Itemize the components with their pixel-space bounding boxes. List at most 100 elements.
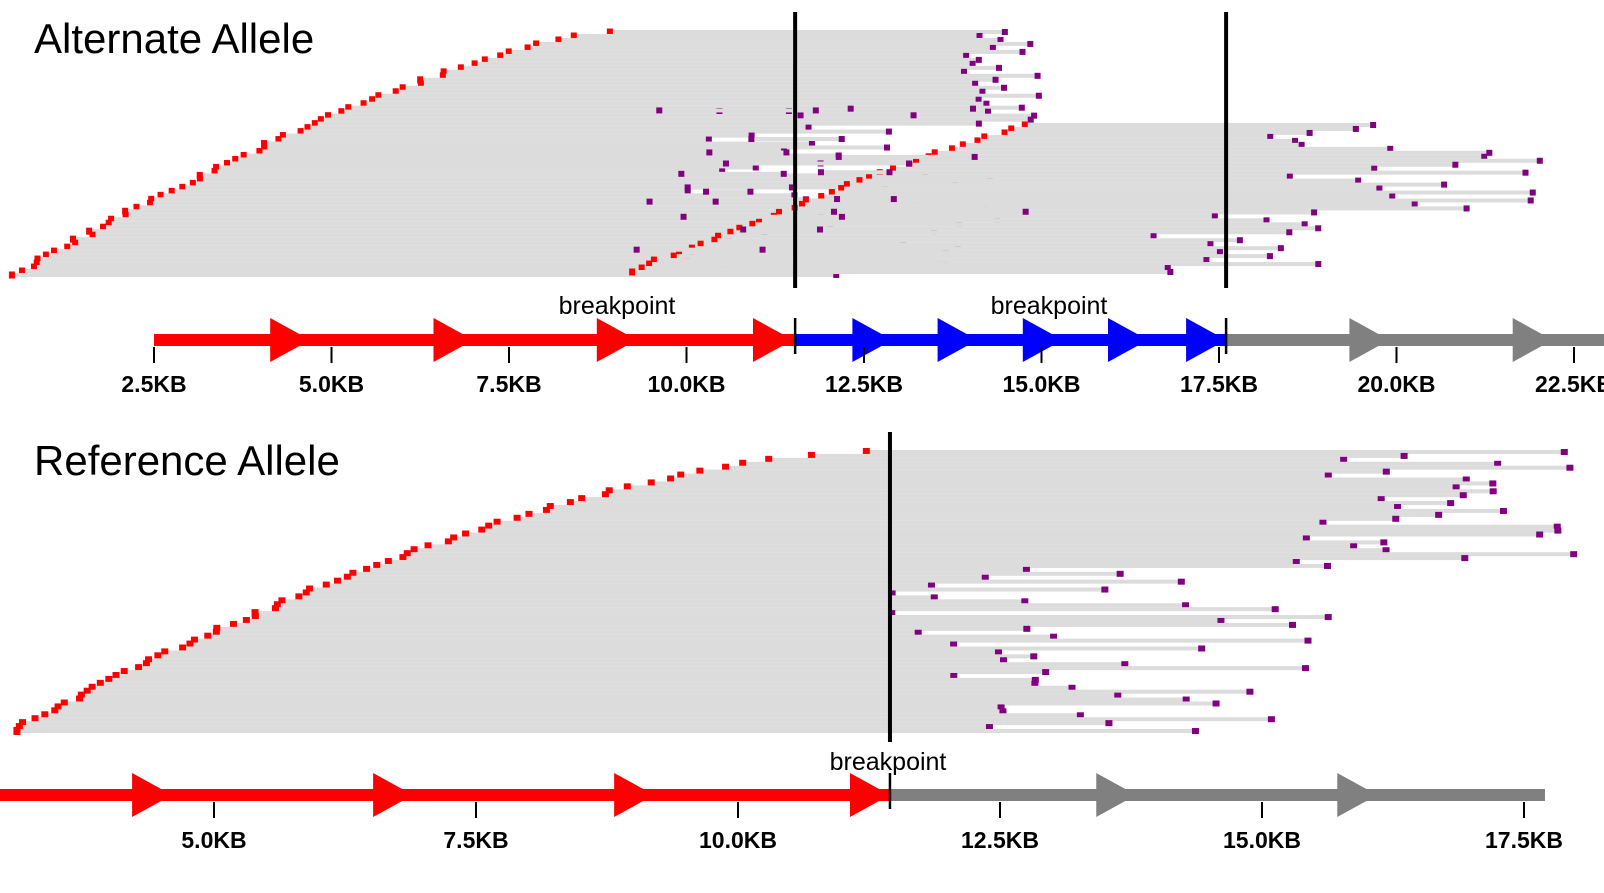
read-line bbox=[528, 512, 1439, 517]
read-end-mark bbox=[1022, 208, 1029, 215]
read-start-mark bbox=[42, 251, 49, 259]
read-end-mark bbox=[1527, 197, 1534, 204]
read-line bbox=[725, 465, 1570, 470]
read-end-mark bbox=[1031, 112, 1038, 119]
read-end-mark bbox=[1266, 253, 1273, 260]
read-start-mark bbox=[186, 640, 194, 649]
read-line bbox=[328, 113, 1035, 118]
read-end-mark bbox=[1452, 161, 1459, 168]
read-line bbox=[773, 214, 1215, 219]
read-end-mark bbox=[834, 196, 841, 203]
read-line bbox=[742, 461, 1498, 466]
read-end-mark bbox=[1286, 173, 1293, 180]
read-end-mark bbox=[1211, 213, 1218, 220]
read-end-mark bbox=[835, 153, 842, 160]
read-end-mark bbox=[684, 188, 691, 195]
read-line bbox=[54, 709, 1003, 714]
right-direction-arrow bbox=[1337, 773, 1378, 817]
read-end-mark bbox=[950, 672, 958, 679]
read-line bbox=[442, 73, 1038, 78]
read-end-mark bbox=[1553, 523, 1561, 530]
read-end-mark bbox=[805, 124, 812, 131]
read-start-mark bbox=[88, 683, 96, 692]
read-start-mark bbox=[240, 151, 247, 159]
read-start-mark bbox=[959, 141, 966, 149]
read-start-mark bbox=[148, 195, 155, 203]
read-start-mark bbox=[424, 542, 432, 551]
read-line bbox=[115, 673, 954, 678]
read-end-mark bbox=[833, 272, 840, 278]
read-end-mark bbox=[981, 574, 989, 581]
read-start-mark bbox=[325, 112, 332, 120]
read-line bbox=[199, 177, 990, 182]
read-line bbox=[879, 170, 1526, 175]
read-start-mark bbox=[497, 52, 504, 60]
axis-tick-label: 7.5KB bbox=[476, 371, 541, 397]
read-end-mark bbox=[975, 120, 982, 127]
inverted-direction-arrow bbox=[937, 318, 978, 362]
read-line bbox=[691, 246, 1281, 251]
read-line bbox=[414, 548, 1386, 553]
read-end-mark bbox=[1536, 531, 1544, 538]
axis-tick-label: 10.0KB bbox=[699, 827, 777, 853]
read-line bbox=[581, 497, 1381, 502]
read-line bbox=[348, 105, 1022, 110]
read-end-mark bbox=[722, 160, 729, 167]
read-end-mark bbox=[1350, 543, 1358, 550]
read-end-mark bbox=[817, 169, 824, 176]
read-end-mark bbox=[1021, 598, 1029, 605]
read-line bbox=[21, 269, 697, 274]
read-start-mark bbox=[889, 165, 896, 173]
read-end-mark bbox=[1271, 606, 1279, 613]
read-end-mark bbox=[1105, 720, 1113, 727]
read-start-mark bbox=[72, 239, 79, 247]
read-start-mark bbox=[360, 100, 367, 108]
breakpoint-lines bbox=[793, 12, 1229, 354]
read-start-mark bbox=[931, 149, 938, 157]
read-start-mark bbox=[373, 561, 381, 570]
read-end-mark bbox=[989, 44, 996, 51]
read-line bbox=[300, 129, 889, 134]
read-end-mark bbox=[1198, 645, 1206, 652]
read-end-mark bbox=[1027, 116, 1034, 123]
read-end-mark bbox=[1267, 133, 1274, 140]
read-stack bbox=[13, 448, 1578, 735]
read-line bbox=[92, 685, 1072, 690]
read-line bbox=[497, 520, 1323, 525]
read-end-mark bbox=[1217, 617, 1225, 624]
axis-tick-label: 10.0KB bbox=[648, 371, 726, 397]
read-line bbox=[706, 189, 751, 194]
read-start-mark bbox=[505, 48, 512, 56]
read-line bbox=[150, 201, 916, 206]
read-line bbox=[811, 453, 1404, 458]
read-end-mark bbox=[783, 149, 790, 156]
read-end-mark bbox=[1164, 265, 1171, 272]
read-start-mark bbox=[410, 546, 418, 555]
read-line bbox=[366, 567, 1026, 572]
read-start-mark bbox=[638, 264, 645, 272]
read-end-mark bbox=[1536, 157, 1543, 164]
read-end-mark bbox=[678, 170, 685, 177]
read-end-mark bbox=[885, 128, 892, 135]
read-start-mark bbox=[50, 247, 57, 255]
read-line bbox=[821, 194, 1393, 199]
read-start-mark bbox=[1001, 129, 1008, 137]
read-end-mark bbox=[1076, 712, 1084, 719]
read-end-mark bbox=[1306, 129, 1313, 136]
read-line bbox=[759, 218, 1267, 223]
read-line bbox=[108, 677, 1035, 682]
read-end-mark bbox=[706, 149, 713, 156]
read-start-mark bbox=[974, 137, 981, 145]
read-end-mark bbox=[1382, 468, 1390, 475]
read-start-mark bbox=[606, 28, 613, 36]
read-line bbox=[44, 713, 1080, 718]
read-line bbox=[363, 101, 987, 106]
read-line bbox=[699, 469, 1386, 474]
read-start-mark bbox=[403, 550, 411, 559]
read-line bbox=[182, 185, 885, 190]
read-line bbox=[850, 106, 973, 111]
left-direction-arrow bbox=[373, 773, 414, 817]
read-end-mark bbox=[992, 76, 999, 83]
read-end-mark bbox=[1499, 507, 1507, 514]
read-end-mark bbox=[1031, 676, 1039, 683]
